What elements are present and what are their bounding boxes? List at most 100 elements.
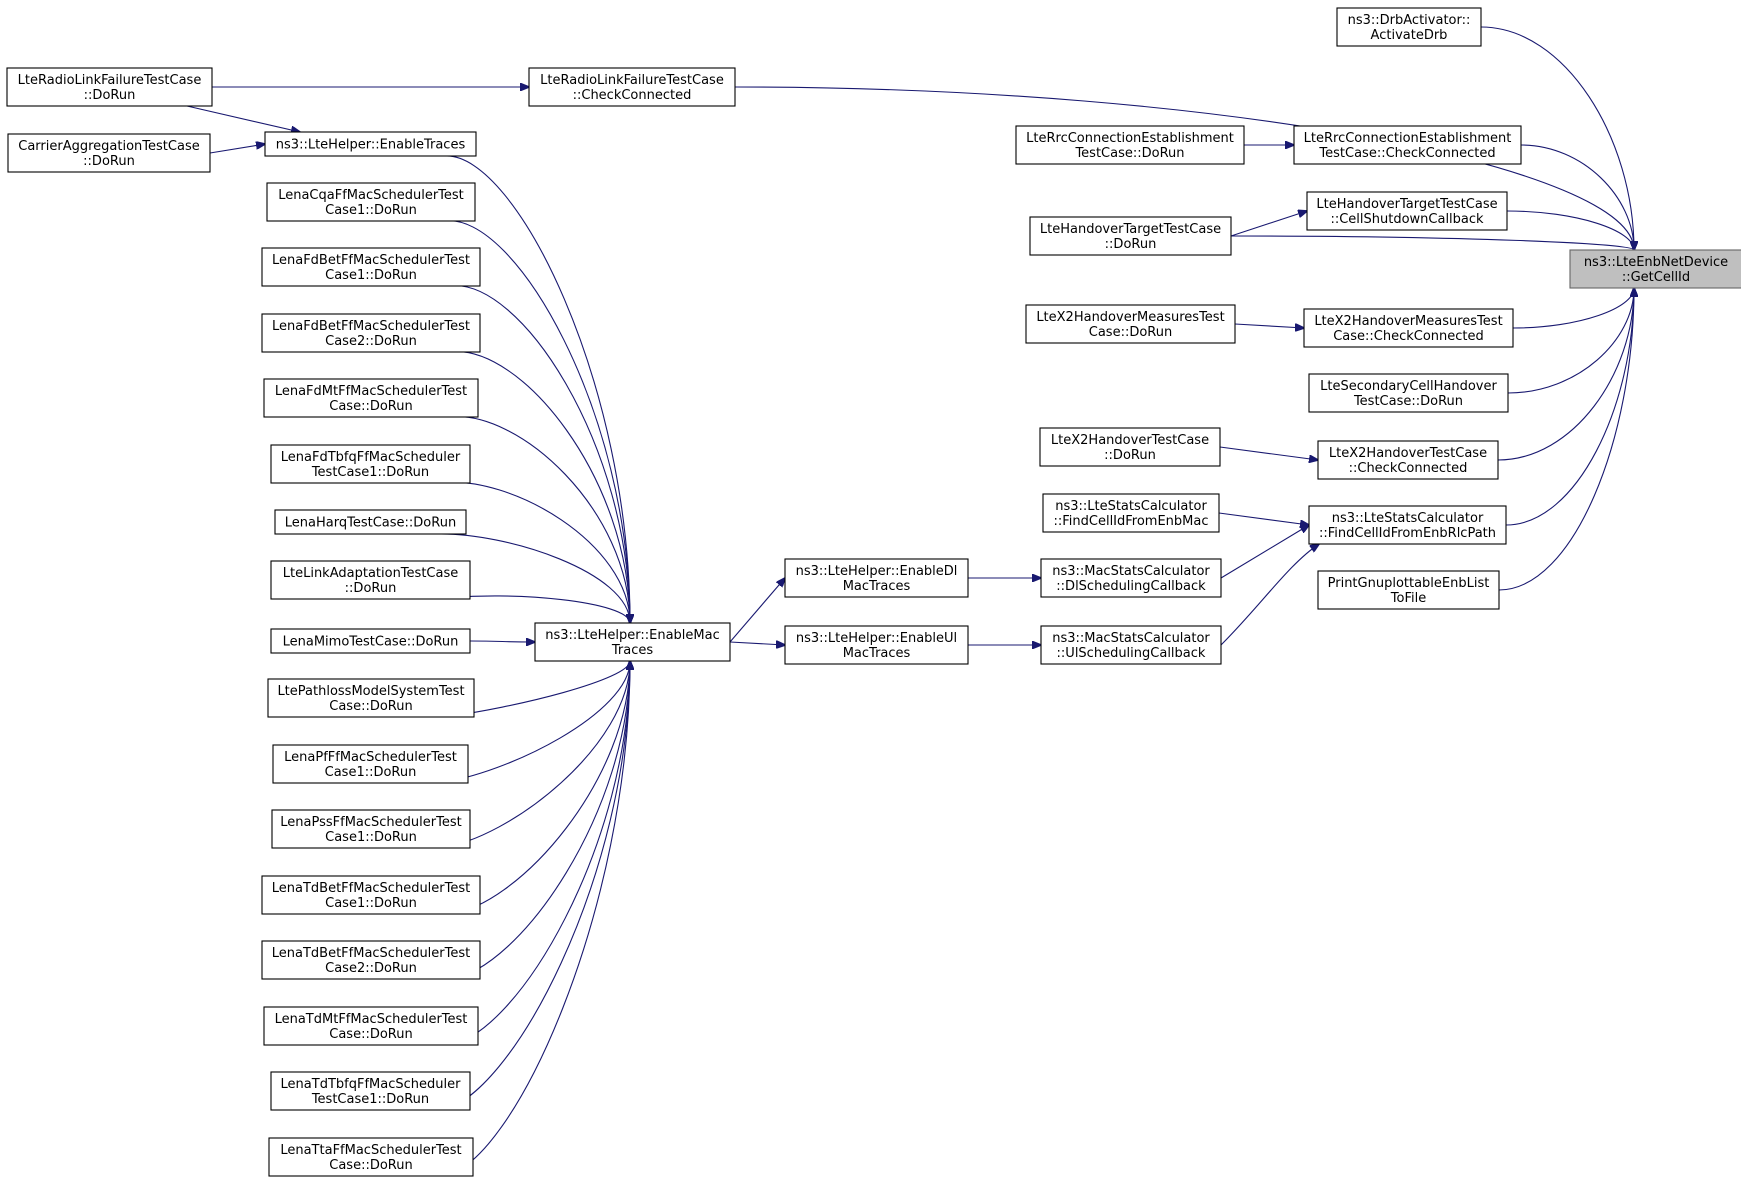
node-rrccc[interactable]: LteRrcConnectionEstablishmentTestCase::C… bbox=[1293, 125, 1522, 165]
node-label: ::CellShutdownCallback bbox=[1330, 212, 1484, 227]
node-dlsched[interactable]: ns3::MacStatsCalculator::DlSchedulingCal… bbox=[1040, 558, 1222, 598]
edge-enmac-to-endl bbox=[729, 578, 785, 643]
node-label: ns3::DrbActivator:: bbox=[1348, 13, 1471, 28]
node-label: Case::DoRun bbox=[329, 1158, 412, 1173]
node-harq[interactable]: LenaHarqTestCase::DoRun bbox=[274, 509, 467, 535]
node-ulsched[interactable]: ns3::MacStatsCalculator::UlSchedulingCal… bbox=[1040, 625, 1222, 665]
edge-fcmac-to-fcrlc bbox=[1218, 512, 1309, 525]
node-hotcb[interactable]: LteHandoverTargetTestCase::CellShutdownC… bbox=[1306, 191, 1508, 231]
node-label: CarrierAggregationTestCase bbox=[18, 139, 199, 154]
node-box bbox=[274, 509, 467, 535]
edge-print-to-root bbox=[1498, 288, 1634, 591]
node-root[interactable]: ns3::LteEnbNetDevice::GetCellId bbox=[1569, 249, 1741, 289]
edge-tta-to-enmac bbox=[442, 661, 630, 1177]
edge-fdbet1-to-enmac bbox=[449, 285, 630, 623]
node-box bbox=[261, 940, 481, 980]
node-box bbox=[270, 444, 471, 484]
node-hotdr[interactable]: LteHandoverTargetTestCase::DoRun bbox=[1029, 216, 1232, 256]
node-label: LteX2HandoverMeasuresTest bbox=[1036, 310, 1224, 325]
node-label: LenaTdMtFfMacSchedulerTest bbox=[275, 1012, 468, 1027]
node-linkad[interactable]: LteLinkAdaptationTestCase::DoRun bbox=[270, 560, 471, 600]
node-box bbox=[1317, 570, 1500, 610]
node-label: LteHandoverTargetTestCase bbox=[1040, 222, 1221, 237]
node-label: LenaTdBetFfMacSchedulerTest bbox=[272, 946, 471, 961]
edge-hotdr-to-hotcb bbox=[1230, 211, 1307, 237]
node-label: ns3::LteHelper::EnableDl bbox=[796, 564, 958, 579]
node-carr[interactable]: CarrierAggregationTestCase::DoRun bbox=[7, 133, 211, 173]
node-box bbox=[270, 560, 471, 600]
node-box bbox=[270, 1071, 471, 1111]
node-label: ns3::LteHelper::EnableTraces bbox=[276, 138, 466, 153]
node-label: LteRadioLinkFailureTestCase bbox=[18, 73, 202, 88]
node-box bbox=[1308, 373, 1509, 413]
node-label: ::DoRun bbox=[84, 88, 136, 103]
node-x2cc[interactable]: LteX2HandoverTestCase::CheckConnected bbox=[1317, 440, 1499, 480]
node-drb[interactable]: ns3::DrbActivator::ActivateDrb bbox=[1336, 7, 1482, 47]
node-label: LenaTdTbfqFfMacScheduler bbox=[281, 1077, 462, 1092]
node-label: ns3::MacStatsCalculator bbox=[1052, 631, 1210, 646]
node-label: Case1::DoRun bbox=[325, 203, 417, 218]
edge-hotcb-to-root bbox=[1506, 210, 1634, 250]
node-box bbox=[1336, 7, 1482, 47]
node-box bbox=[268, 1137, 474, 1177]
edges-layer bbox=[186, 26, 1634, 1177]
node-box bbox=[534, 622, 731, 662]
node-entr[interactable]: ns3::LteHelper::EnableTraces bbox=[264, 131, 477, 157]
edge-fdtbfq-to-enmac bbox=[439, 481, 630, 623]
node-fcrlc[interactable]: ns3::LteStatsCalculator::FindCellIdFromE… bbox=[1308, 505, 1507, 545]
node-label: LteSecondaryCellHandover bbox=[1320, 379, 1497, 394]
node-label: LteX2HandoverMeasuresTest bbox=[1314, 314, 1502, 329]
node-label: Case2::DoRun bbox=[325, 961, 417, 976]
edge-rrccc-to-root bbox=[1520, 144, 1634, 250]
node-mimo[interactable]: LenaMimoTestCase::DoRun bbox=[270, 628, 471, 654]
node-label: LenaMimoTestCase::DoRun bbox=[283, 635, 459, 650]
node-rlfcc[interactable]: LteRadioLinkFailureTestCase::CheckConnec… bbox=[528, 67, 736, 107]
node-box bbox=[263, 378, 479, 418]
node-label: ::DoRun bbox=[345, 581, 397, 596]
node-rrcdr[interactable]: LteRrcConnectionEstablishmentTestCase::D… bbox=[1015, 125, 1245, 165]
node-label: TestCase::CheckConnected bbox=[1318, 146, 1495, 161]
node-rlfdr[interactable]: LteRadioLinkFailureTestCase::DoRun bbox=[6, 67, 213, 107]
node-label: ns3::LteEnbNetDevice bbox=[1584, 255, 1728, 270]
node-label: Case::DoRun bbox=[329, 1027, 412, 1042]
node-x2mcc[interactable]: LteX2HandoverMeasuresTestCase::CheckConn… bbox=[1303, 308, 1514, 348]
node-box bbox=[7, 133, 211, 173]
node-box bbox=[272, 744, 469, 784]
node-label: TestCase::DoRun bbox=[1353, 394, 1463, 409]
node-label: MacTraces bbox=[843, 579, 911, 594]
node-label: Case::CheckConnected bbox=[1333, 329, 1484, 344]
node-x2dr[interactable]: LteX2HandoverTestCase::DoRun bbox=[1039, 427, 1221, 467]
node-label: LenaPssFfMacSchedulerTest bbox=[280, 815, 461, 830]
node-label: MacTraces bbox=[843, 646, 911, 661]
node-box bbox=[267, 678, 475, 718]
node-label: TestCase1::DoRun bbox=[311, 1092, 429, 1107]
node-fcmac[interactable]: ns3::LteStatsCalculator::FindCellIdFromE… bbox=[1042, 493, 1220, 533]
node-box bbox=[1039, 427, 1221, 467]
node-box bbox=[784, 625, 969, 665]
node-label: LteX2HandoverTestCase bbox=[1329, 446, 1487, 461]
node-label: Traces bbox=[611, 643, 653, 658]
node-label: LenaTdBetFfMacSchedulerTest bbox=[272, 881, 471, 896]
edge-fdbet2-to-enmac bbox=[449, 351, 630, 623]
edge-x2cc-to-root bbox=[1497, 288, 1634, 461]
